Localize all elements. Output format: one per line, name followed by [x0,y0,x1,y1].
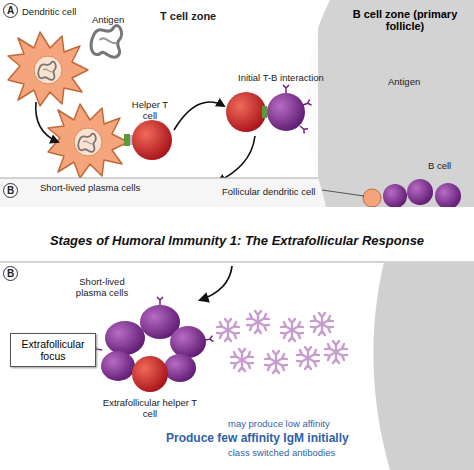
antigen-label: Antigen [92,14,124,25]
cell-label: Short-lived plasma cells [70,276,134,298]
diagram-title: Stages of Humoral Immunity 1: The Extraf… [0,233,474,248]
interaction-label: Initial T-B interaction [238,72,324,83]
cell-label: Short-lived plasma cells [40,182,140,193]
cell-label: Dendritic cell [22,6,76,17]
note-text: Produce few affinity IgM initially [166,431,349,445]
zone-heading: T cell zone [160,10,216,22]
cell-label: Helper T cell [130,99,170,121]
panel-letter: B [3,266,18,281]
cell-label: Extrafollicular helper T cell [102,397,198,419]
note-text: class switched antibodies [228,447,335,458]
note-text: may produce low affinity [228,418,330,429]
zone-heading: B cell zone (primary follicle) [342,8,468,32]
cell-label: B cell [428,160,451,171]
cell-label: Follicular dendritic cell [222,186,315,197]
panel-letter: B [3,183,18,198]
antigen-label: Antigen [388,76,420,87]
box-label: Extrafollicular focus [11,338,95,362]
follicle-zone: B cell zone (primary follicle) [318,0,474,178]
panel-letter: A [3,3,18,18]
focus-box: Extrafollicular focus [10,333,96,367]
